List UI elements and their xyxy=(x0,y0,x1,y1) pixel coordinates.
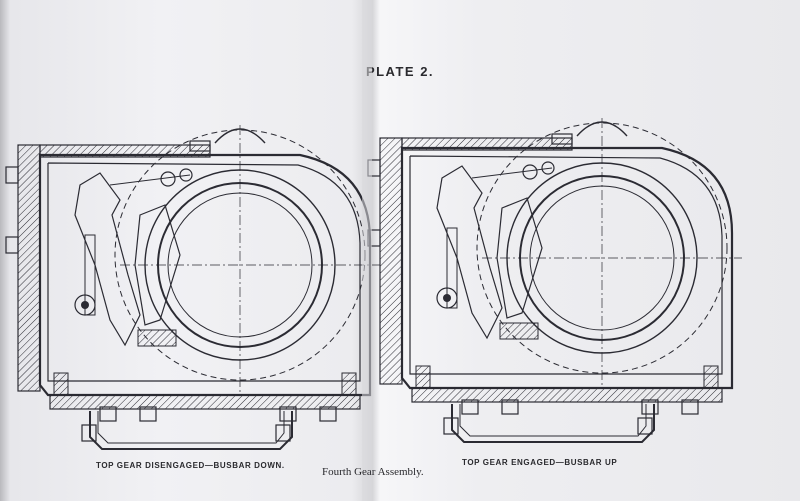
page-edge-shadow xyxy=(0,0,10,501)
left-gearbox-section xyxy=(4,123,382,451)
assembly-label: Fourth Gear Assembly. xyxy=(322,466,424,478)
right-view-caption: TOP GEAR ENGAGED—BUSBAR UP xyxy=(462,458,618,467)
right-gearbox-section xyxy=(366,116,744,444)
page-fold xyxy=(362,0,372,501)
left-view-caption: TOP GEAR DISENGAGED—BUSBAR DOWN. xyxy=(96,461,285,470)
plate-title: PLATE 2. xyxy=(365,64,435,79)
